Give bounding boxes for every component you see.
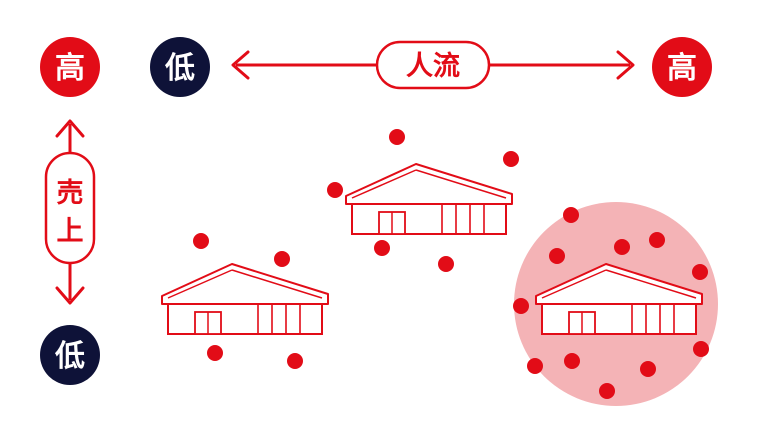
- flow-low-badge: [150, 37, 210, 97]
- customer-dot-icon: [438, 256, 454, 272]
- customer-dot-icon: [564, 353, 580, 369]
- customer-dot-icon: [287, 353, 303, 369]
- flow-label: 人流: [406, 51, 460, 82]
- flow-high-badge: [652, 37, 712, 97]
- customer-dot-icon: [389, 129, 405, 145]
- flow-arrow-right-head: [616, 50, 635, 80]
- sales-label-line2: 上: [57, 216, 84, 247]
- sales-label-pill: [44, 151, 96, 265]
- customer-dot-icon: [193, 233, 209, 249]
- sales-low-badge: [40, 325, 100, 385]
- customer-dot-icon: [527, 358, 543, 374]
- sales-arrow-up-head: [55, 119, 85, 138]
- flow-low-label: 低: [164, 51, 195, 86]
- flow-axis: 人流 低 高: [150, 37, 712, 97]
- customer-dot-icon: [207, 345, 223, 361]
- customer-dot-icon: [614, 239, 630, 255]
- customer-dot-icon: [513, 298, 529, 314]
- customer-dot-icon: [692, 264, 708, 280]
- customer-dot-icon: [374, 240, 390, 256]
- customer-dot-icon: [599, 383, 615, 399]
- customer-dot-icon: [649, 232, 665, 248]
- sales-arrow-down-head: [55, 286, 85, 305]
- sales-high-label: 高: [55, 51, 85, 86]
- flow-high-label: 高: [667, 51, 697, 86]
- flow-label-pill: [375, 40, 491, 90]
- customer-dot-icon: [327, 182, 343, 198]
- sales-axis: 高 売 上 低: [40, 37, 100, 385]
- customer-dot-icon: [274, 251, 290, 267]
- flow-arrow-left-head: [231, 50, 250, 80]
- customer-dot-icon: [563, 207, 579, 223]
- store-building-icon: [161, 263, 329, 335]
- customer-dot-icon: [693, 341, 709, 357]
- store-building-icon: [345, 163, 513, 235]
- customer-dot-icon: [503, 151, 519, 167]
- customer-dot-icon: [640, 361, 656, 377]
- sales-low-label: 低: [54, 339, 85, 374]
- customer-dot-icon: [549, 248, 565, 264]
- sales-high-badge: [40, 37, 100, 97]
- sales-label-line1: 売: [57, 178, 84, 209]
